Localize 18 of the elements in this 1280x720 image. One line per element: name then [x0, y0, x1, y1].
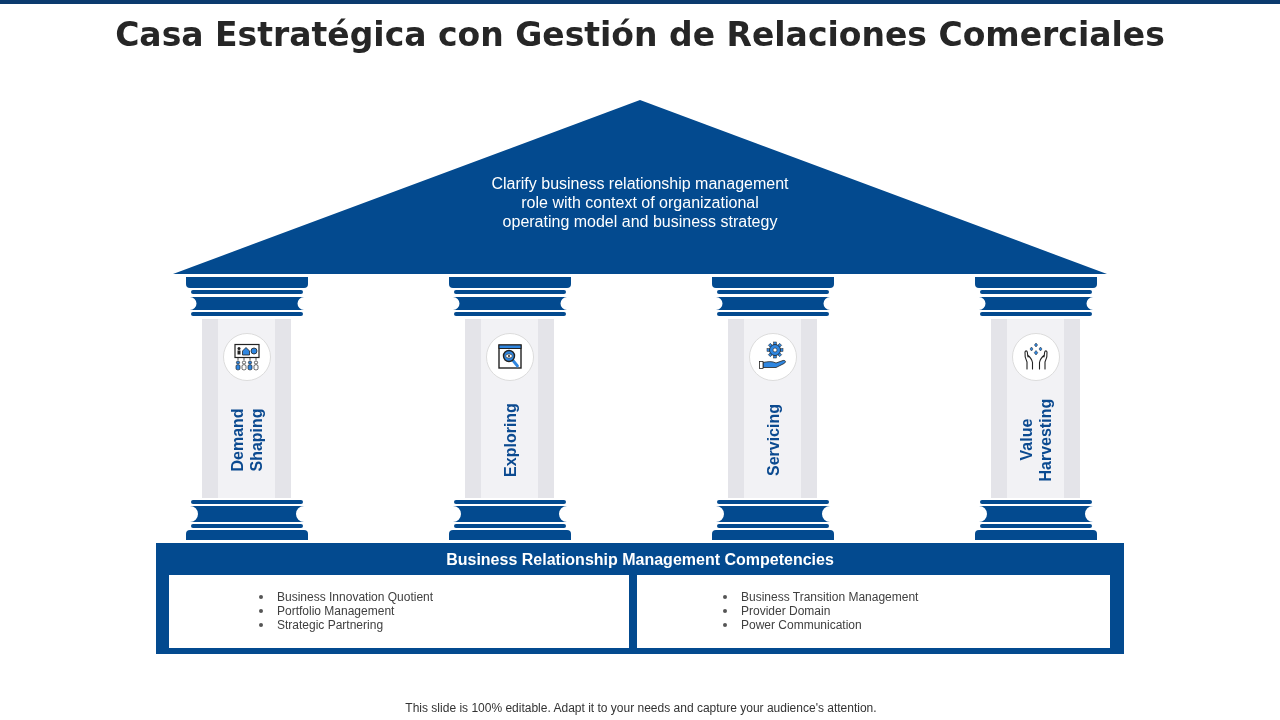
roof-triangle: [173, 100, 1107, 274]
panel-heading: Business Relationship Management Competencies: [446, 550, 834, 569]
list-item: Power Communication: [741, 618, 862, 632]
list-item: Portfolio Management: [277, 604, 395, 618]
competency-box: [637, 575, 1110, 648]
list-item: Business Innovation Quotient: [277, 590, 434, 604]
list-item: Business Transition Management: [741, 590, 919, 604]
competency-box: [169, 575, 629, 648]
pillar-label: Exploring: [500, 403, 520, 477]
pillar-label: Demand Shaping: [228, 407, 266, 474]
list-item: Provider Domain: [741, 604, 831, 618]
pillar-label: Value Harvesting: [1017, 397, 1055, 484]
pillar-label: Servicing: [763, 404, 783, 476]
slide-title: Casa Estratégica con Gestión de Relaciones Comerciales: [115, 15, 1165, 55]
footer-note: This slide is 100% editable. Adapt it to your needs and capture your audience's attention.: [405, 701, 877, 715]
list-item: Strategic Partnering: [277, 618, 384, 632]
competencies-panel: [156, 543, 1124, 654]
roof-text: Clarify business relationship management role with context of organizational operating model and business strategy: [490, 174, 790, 231]
